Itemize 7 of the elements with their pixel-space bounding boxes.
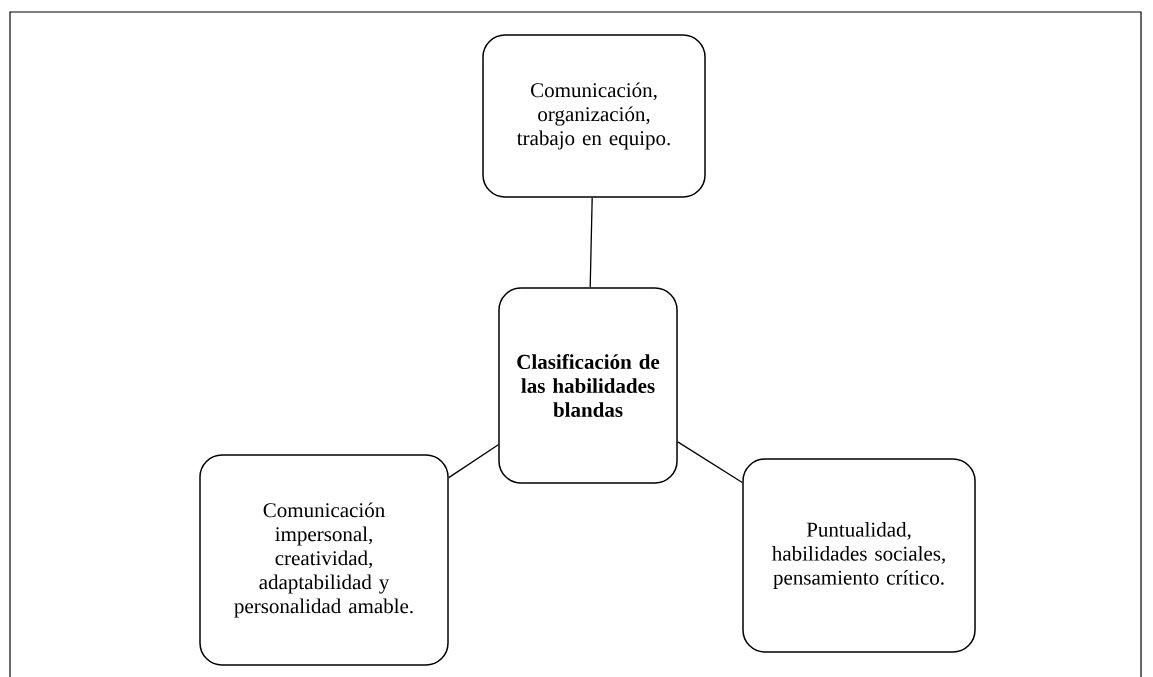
skill-box: Puntualidad, habilidades sociales, pensamiento crítico. <box>742 458 976 653</box>
connector-line <box>589 197 593 288</box>
connector-line <box>677 441 743 484</box>
skill-box: Comunicación impersonal, creatividad, adaptabilidad y personalidad amable. <box>199 454 449 666</box>
skill-box: Comunicación, organización, trabajo en equipo. <box>482 34 706 198</box>
connector-line <box>448 444 499 479</box>
category-box: Clasificación de las habilidades blandas <box>498 287 678 484</box>
